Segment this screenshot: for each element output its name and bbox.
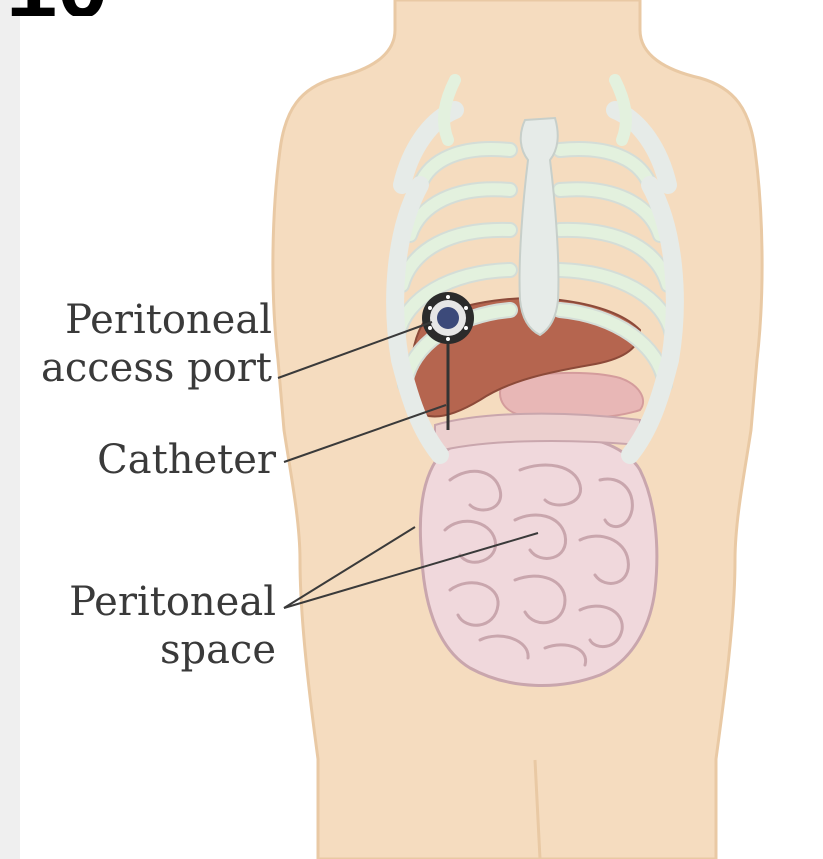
label-peritoneal-space: Peritoneal space <box>20 578 276 674</box>
peritoneal-space-intestines <box>420 432 657 686</box>
label-line-1: Peritoneal <box>20 578 276 626</box>
peritoneal-access-port <box>422 292 474 344</box>
label-peritoneal-access-port: Peritoneal access port <box>20 296 272 392</box>
label-line-1: Peritoneal <box>20 296 272 344</box>
label-line-2: access port <box>20 344 272 392</box>
label-line-1: Catheter <box>20 436 276 484</box>
label-line-2: space <box>20 626 276 674</box>
label-catheter: Catheter <box>20 436 276 484</box>
sternum <box>520 118 559 335</box>
